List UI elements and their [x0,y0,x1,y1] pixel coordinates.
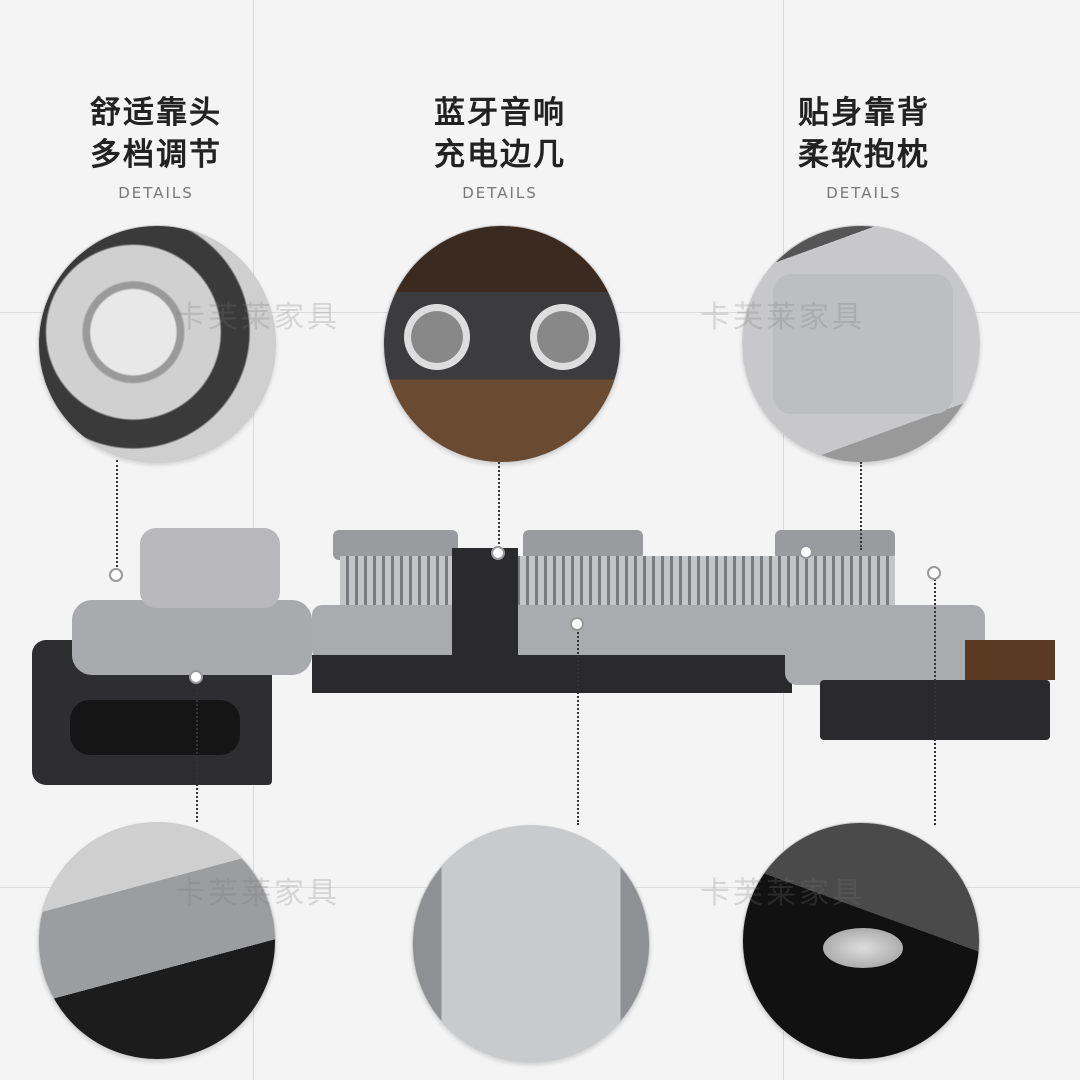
feature-title: 充电边几 [434,137,566,173]
feature-title: 贴身靠背 [798,95,930,131]
sofa-headrest [333,530,458,560]
hotspot-dot [570,617,584,631]
sofa-headrest [523,530,643,560]
sofa-backrest-stripes [340,556,895,608]
feature-heading-speaker: 蓝牙音响 充电边几 DETAILS [370,92,630,202]
feature-title: 舒适靠头 [90,95,222,131]
connector-line [577,625,579,825]
feature-subtitle: DETAILS [826,184,902,202]
pillow [773,274,953,414]
detail-seat-photo [412,825,650,1063]
connector-line [196,680,198,822]
detail-headrest-photo [38,225,276,463]
feature-heading-cushion: 贴身靠背 柔软抱枕 DETAILS [734,92,994,202]
sofa-left-shelf [70,700,240,755]
sofa-middle-seats [312,605,792,660]
connector-line [116,460,118,575]
detail-cushion-photo [742,225,980,463]
watermark: 卡芙莱家具 [175,300,340,335]
side-table-wood [965,640,1055,680]
watermark: 卡芙莱家具 [175,876,340,911]
feature-heading-headrest: 舒适靠头 多档调节 DETAILS [26,92,286,202]
hotspot-dot [799,545,813,559]
speaker-icon [404,304,470,370]
watermark: 卡芙莱家具 [700,876,865,911]
speaker-console [452,548,518,693]
feature-subtitle: DETAILS [118,184,194,202]
connector-line [934,575,936,825]
hotspot-dot [109,568,123,582]
feature-title: 蓝牙音响 [434,95,566,131]
connector-line [498,462,500,552]
foot-pad [823,928,903,968]
hotspot-dot [189,670,203,684]
hotspot-dot [491,546,505,560]
watermark: 卡芙莱家具 [700,300,865,335]
feature-title: 多档调节 [90,137,222,173]
sofa-headrest [775,530,895,560]
sofa-right-chaise [785,605,985,685]
hotspot-dot [927,566,941,580]
detail-leather-photo [742,822,980,1060]
sofa-middle-base [312,655,792,693]
detail-armrest-photo [38,822,276,1060]
feature-title: 柔软抱枕 [798,137,930,173]
sofa-left-seat [72,600,312,675]
connector-line [860,462,862,550]
sofa-back-pillows [140,528,280,608]
speaker-icon [530,304,596,370]
detail-speaker-photo [383,225,621,463]
feature-subtitle: DETAILS [462,184,538,202]
